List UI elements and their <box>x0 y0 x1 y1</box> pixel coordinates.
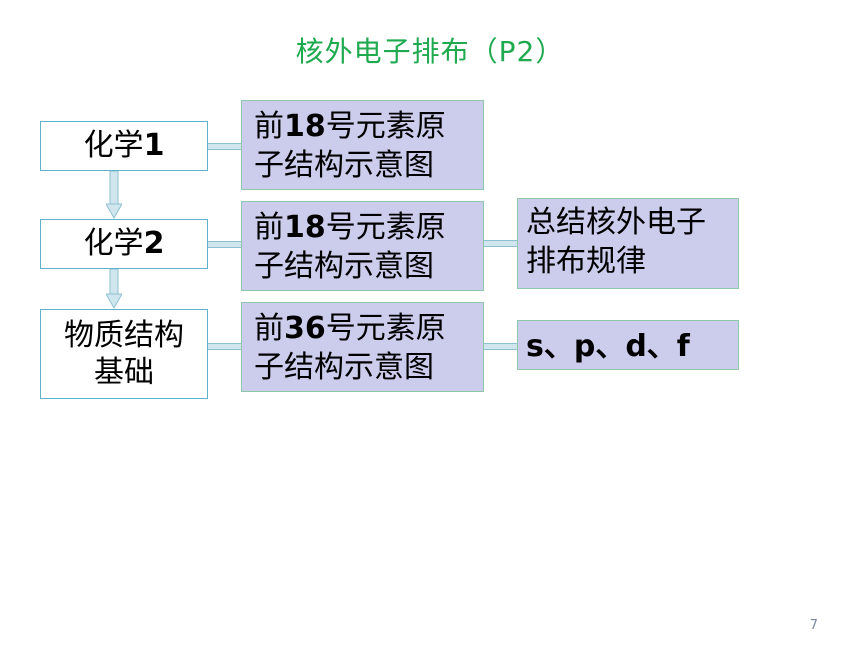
level-label: 化学1 <box>83 128 165 164</box>
level-box-chem2: 化学2 <box>40 219 208 269</box>
connector <box>208 343 242 350</box>
page-number: 7 <box>809 618 818 633</box>
level-box-chem1: 化学1 <box>40 121 208 171</box>
down-arrow-icon <box>106 171 122 219</box>
level-label: 物质结构 基础 <box>64 317 184 391</box>
page-title: 核外电子排布（P2） <box>295 35 565 68</box>
detail-box: 前36号元素原 子结构示意图 <box>241 302 484 392</box>
note-box-orbitals: s、p、d、f <box>517 320 739 370</box>
level-box-structure: 物质结构 基础 <box>40 309 208 399</box>
connector <box>484 240 518 247</box>
connector <box>208 241 242 248</box>
detail-box: 前18号元素原 子结构示意图 <box>241 100 484 190</box>
detail-box: 前18号元素原 子结构示意图 <box>241 201 484 291</box>
level-label: 化学2 <box>83 226 165 262</box>
down-arrow-icon <box>106 269 122 309</box>
connector <box>484 343 518 350</box>
note-box-rules: 总结核外电子 排布规律 <box>517 198 739 289</box>
connector <box>208 143 242 150</box>
